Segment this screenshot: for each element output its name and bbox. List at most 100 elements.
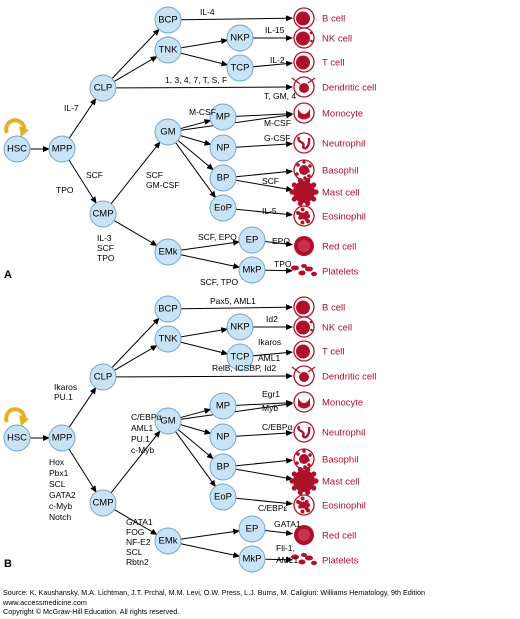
arrow-bcp-bcell [180, 304, 294, 311]
node-mkp: MkP [238, 256, 266, 284]
edge-label-b-cmp-emk-3: SCL [126, 547, 143, 557]
cell-icon-neut [293, 421, 315, 443]
arrow-tnk-tcp [180, 52, 229, 67]
edge-label-b-mpp-cmp-1: Pbx1 [49, 468, 69, 478]
node-bp: BP [209, 164, 237, 192]
node-label-mpp: MPP [52, 433, 73, 444]
edge-label-b-mkp-plt-2: AML1 [276, 555, 298, 565]
edge-label-b-mpp-clp-2: PU.1 [54, 392, 73, 402]
node-cmp: CMP [89, 200, 117, 228]
edge-label-b-tcp-t-2: AML1 [258, 353, 280, 363]
node-gm: GM [154, 407, 182, 435]
cell-label-red: Red cell [322, 242, 356, 253]
arrow-gm-eop [175, 431, 216, 488]
self-renewal-arrow [4, 407, 27, 423]
arrow-gm-bp [177, 139, 214, 171]
edge-label-a-bcp-bcell: IL-4 [200, 7, 215, 17]
node-nkp: NKP [226, 24, 254, 52]
arrow-clp-bcp [111, 317, 160, 368]
node-hsc: HSC [3, 424, 31, 452]
arrow-mpp-cmp [68, 159, 97, 204]
node-tcp: TCP [226, 343, 254, 371]
edge-label-a-nkp-nk: IL-15 [265, 25, 285, 35]
edge-label-a-ep-red: EPO [272, 236, 290, 246]
source-footer: Source: K. Kaushansky, M.A. Lichtman, J.… [3, 588, 517, 617]
arrow-mpp-clp [68, 386, 97, 428]
arrow-emk-ep [180, 239, 241, 251]
edge-label-a-gm-mp: M-CSF [189, 107, 216, 117]
footer-link[interactable]: www.accessmedicine.com [3, 597, 87, 607]
edge-label-b-eop-eos: C/EBPε [258, 503, 288, 513]
arrow-mp-mono [235, 110, 294, 117]
edge-label-b-cmp-gm-0: C/EBPα [131, 412, 162, 422]
node-mp: MP [209, 392, 237, 420]
node-nkp: NKP [226, 313, 254, 341]
arrow-emk-mkp [180, 254, 241, 269]
cell-label-mast: Mast cell [322, 188, 359, 199]
cell-label-bcell: B cell [322, 14, 345, 25]
node-label-cmp: CMP [92, 209, 113, 220]
node-label-clp: CLP [94, 83, 112, 94]
node-label-gm: GM [160, 127, 175, 138]
node-label-mkp: MkP [243, 554, 262, 565]
node-mkp: MkP [238, 545, 266, 573]
footer-source-line: Source: K. Kaushansky, M.A. Lichtman, J.… [3, 588, 425, 597]
edge-label-b-cmp-gm-3: c-Myb [131, 445, 154, 455]
cell-label-neut: Neutrophil [322, 139, 365, 150]
cell-icon-dc [291, 76, 316, 98]
cell-icon-nk [293, 27, 315, 49]
edge-label-b-ep-red: GATA1 [274, 519, 301, 529]
node-label-tcp: TCP [231, 352, 250, 363]
cell-icon-plt [291, 264, 317, 277]
edge-label-a-tcp-t: IL-2 [270, 55, 285, 65]
node-label-bcp: BCP [158, 15, 178, 26]
arrow-bp-baso [235, 168, 294, 178]
cell-icon-dc [291, 365, 316, 387]
node-np: NP [209, 134, 237, 162]
node-label-ep: EP [246, 524, 259, 535]
cell-icon-bcell [293, 7, 315, 29]
edge-label-a-clp-dc: 1, 3, 4, 7, T, S, F [165, 75, 227, 85]
cell-icon-baso [293, 448, 315, 470]
arrow-clp-dc [115, 84, 294, 91]
edge-label-a-mkp-plt: TPO [274, 259, 292, 269]
edge-label-b-mpp-cmp-5: Notch [49, 512, 71, 522]
arrow-clp-tnk [113, 345, 158, 371]
panel-label-b: B [4, 558, 12, 570]
arrow-eop-eos [235, 208, 294, 218]
arrow-np-neut [235, 430, 294, 437]
node-clp: CLP [89, 363, 117, 391]
node-ep: EP [238, 226, 266, 254]
cell-icon-mast [289, 466, 319, 496]
arrow-cmp-emk [113, 220, 158, 246]
arrow-mp-mono [235, 399, 294, 406]
node-label-emk: EMk [159, 247, 178, 258]
node-label-hsc: HSC [7, 433, 27, 444]
self-renewal-arrowhead [19, 415, 29, 426]
cell-label-baso: Basophil [322, 166, 358, 177]
arrow-tnk-nkp [180, 327, 229, 338]
arrow-cmp-emk [113, 509, 158, 535]
node-ep: EP [238, 515, 266, 543]
edge-label-b-mpp-cmp-3: GATA2 [49, 490, 76, 500]
node-label-emk: EMk [159, 536, 178, 547]
cell-icon-plt [291, 553, 317, 566]
edge-label-a-eop-eos: IL-5 [262, 206, 277, 216]
node-label-tnk: TNK [159, 45, 179, 56]
cell-label-plt: Platelets [322, 267, 359, 278]
node-label-tnk: TNK [159, 334, 179, 345]
arrow-gm-np [180, 424, 212, 435]
cell-icon-nk [293, 316, 315, 338]
cell-label-baso: Basophil [322, 455, 358, 466]
node-tnk: TNK [154, 36, 182, 64]
edge-label-a-emk-mkp: SCF, TPO [200, 277, 238, 287]
node-cmp: CMP [89, 489, 117, 517]
node-label-clp: CLP [94, 372, 112, 383]
edge-label-a-np-neut: G-CSF [264, 133, 290, 143]
cell-icon-eos [293, 494, 315, 516]
cell-icon-red [294, 525, 314, 545]
node-gm: GM [154, 118, 182, 146]
node-label-bcp: BCP [158, 304, 178, 315]
